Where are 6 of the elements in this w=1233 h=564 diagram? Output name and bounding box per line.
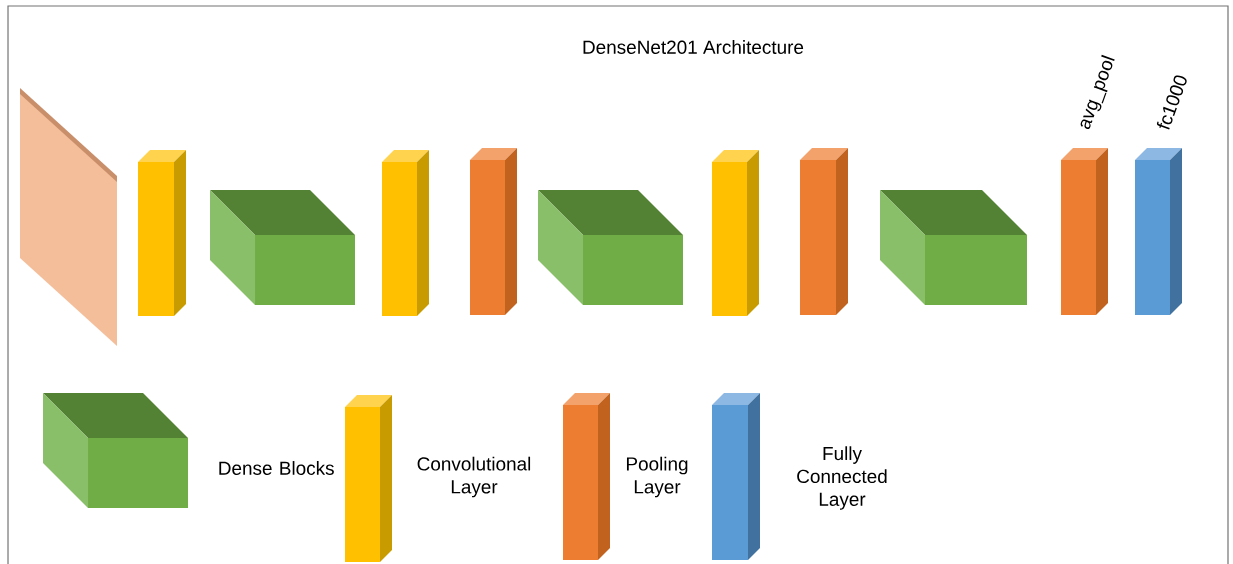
layer-label: fc1000 [1156, 75, 1187, 130]
legend-text: Fully Connected Layer [797, 446, 887, 510]
legend-text: Dense Blocks [219, 461, 334, 475]
legend-text: Convolutional Layer [417, 456, 531, 498]
legend-text: Pooling Layer [627, 456, 688, 498]
title: DenseNet201 Architecture [583, 40, 804, 54]
